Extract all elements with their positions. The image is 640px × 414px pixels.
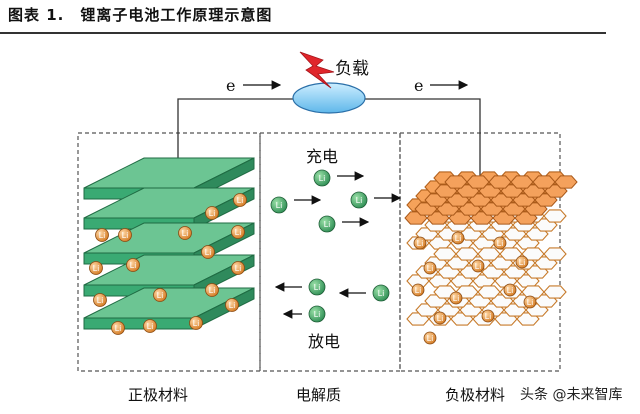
svg-text:Li: Li	[97, 296, 104, 305]
svg-text:Li: Li	[115, 324, 122, 333]
svg-text:Li: Li	[314, 283, 321, 292]
lithium-ion: Li	[503, 283, 517, 297]
lithium-ion: Li	[270, 196, 288, 214]
svg-text:Li: Li	[209, 209, 216, 218]
svg-text:Li: Li	[93, 264, 100, 273]
lithium-ion: Li	[433, 311, 447, 325]
svg-text:Li: Li	[507, 286, 514, 295]
svg-text:Li: Li	[235, 228, 242, 237]
charge-label: 充电	[306, 147, 338, 166]
lithium-ion: Li	[153, 288, 167, 302]
lithium-ion: Li	[515, 255, 529, 269]
lithium-ion: Li	[201, 245, 215, 259]
svg-text:Li: Li	[319, 174, 326, 183]
lithium-ion: Li	[111, 321, 125, 335]
lithium-ion: Li	[372, 284, 390, 302]
title-rule	[0, 32, 606, 34]
svg-text:Li: Li	[182, 229, 189, 238]
lithium-ion: Li	[233, 193, 247, 207]
svg-text:Li: Li	[437, 314, 444, 323]
lithium-ion: Li	[313, 169, 331, 187]
svg-text:Li: Li	[147, 322, 154, 331]
electron-label-left: e	[226, 76, 235, 95]
lithium-ion: Li	[413, 236, 427, 250]
lithium-ion: Li	[308, 305, 326, 323]
anode-label: 负极材料	[445, 386, 506, 404]
lithium-ion: Li	[89, 261, 103, 275]
svg-text:Li: Li	[209, 286, 216, 295]
lithium-ion: Li	[205, 283, 219, 297]
svg-text:Li: Li	[130, 261, 137, 270]
electrolyte-label: 电解质	[296, 386, 342, 404]
anode-layer	[406, 247, 567, 288]
lithium-ion: Li	[350, 191, 368, 209]
lithium-ion: Li	[493, 236, 507, 250]
lithium-ion: Li	[231, 261, 245, 275]
svg-text:Li: Li	[427, 264, 434, 273]
svg-text:Li: Li	[527, 298, 534, 307]
lithium-ion: Li	[178, 226, 192, 240]
lithium-ion: Li	[449, 291, 463, 305]
svg-text:Li: Li	[453, 294, 460, 303]
svg-text:Li: Li	[378, 289, 385, 298]
svg-text:Li: Li	[99, 231, 106, 240]
load-label: 负载	[335, 59, 369, 79]
lithium-ion: Li	[318, 215, 336, 233]
wire-right	[363, 98, 481, 205]
svg-text:Li: Li	[157, 291, 164, 300]
svg-text:Li: Li	[205, 248, 212, 257]
lithium-ion: Li	[95, 228, 109, 242]
lithium-ion: Li	[205, 206, 219, 220]
lithium-ion: Li	[423, 261, 437, 275]
lithium-ion: Li	[411, 283, 425, 297]
svg-text:Li: Li	[427, 334, 434, 343]
discharge-label: 放电	[308, 332, 340, 351]
svg-text:Li: Li	[417, 239, 424, 248]
lithium-ion: Li	[189, 316, 203, 330]
svg-text:Li: Li	[276, 201, 283, 210]
svg-text:Li: Li	[314, 310, 321, 319]
svg-text:Li: Li	[455, 234, 462, 243]
lithium-ion: Li	[93, 293, 107, 307]
svg-text:Li: Li	[237, 196, 244, 205]
svg-text:Li: Li	[122, 231, 129, 240]
svg-text:Li: Li	[356, 196, 363, 205]
svg-text:Li: Li	[415, 286, 422, 295]
lithium-ion: Li	[225, 298, 239, 312]
lithium-ion: Li	[143, 319, 157, 333]
electrolyte-region	[259, 132, 401, 372]
svg-text:Li: Li	[485, 312, 492, 321]
lithium-ion: Li	[118, 228, 132, 242]
lithium-ion: Li	[471, 259, 485, 273]
svg-text:Li: Li	[229, 301, 236, 310]
svg-text:Li: Li	[324, 220, 331, 229]
anode-top-layer	[404, 175, 578, 225]
lithium-ion: Li	[231, 225, 245, 239]
lithium-ion: Li	[126, 258, 140, 272]
wire-left	[177, 98, 295, 185]
svg-text:Li: Li	[475, 262, 482, 271]
load-icon	[292, 82, 366, 114]
svg-text:Li: Li	[193, 319, 200, 328]
figure-title: 图表 1. 锂离子电池工作原理示意图	[8, 6, 273, 24]
lithium-ion: Li	[451, 231, 465, 245]
lithium-ion: Li	[308, 278, 326, 296]
lithium-ion: Li	[481, 309, 495, 323]
lightning-icon	[299, 51, 335, 89]
electron-label-right: e	[414, 76, 423, 95]
lithium-ion: Li	[423, 331, 437, 345]
cathode-label: 正极材料	[128, 386, 189, 404]
watermark: 头条 @未来智库	[520, 387, 623, 403]
svg-text:Li: Li	[497, 239, 504, 248]
svg-text:Li: Li	[235, 264, 242, 273]
lithium-ion: Li	[523, 295, 537, 309]
svg-text:Li: Li	[519, 258, 526, 267]
